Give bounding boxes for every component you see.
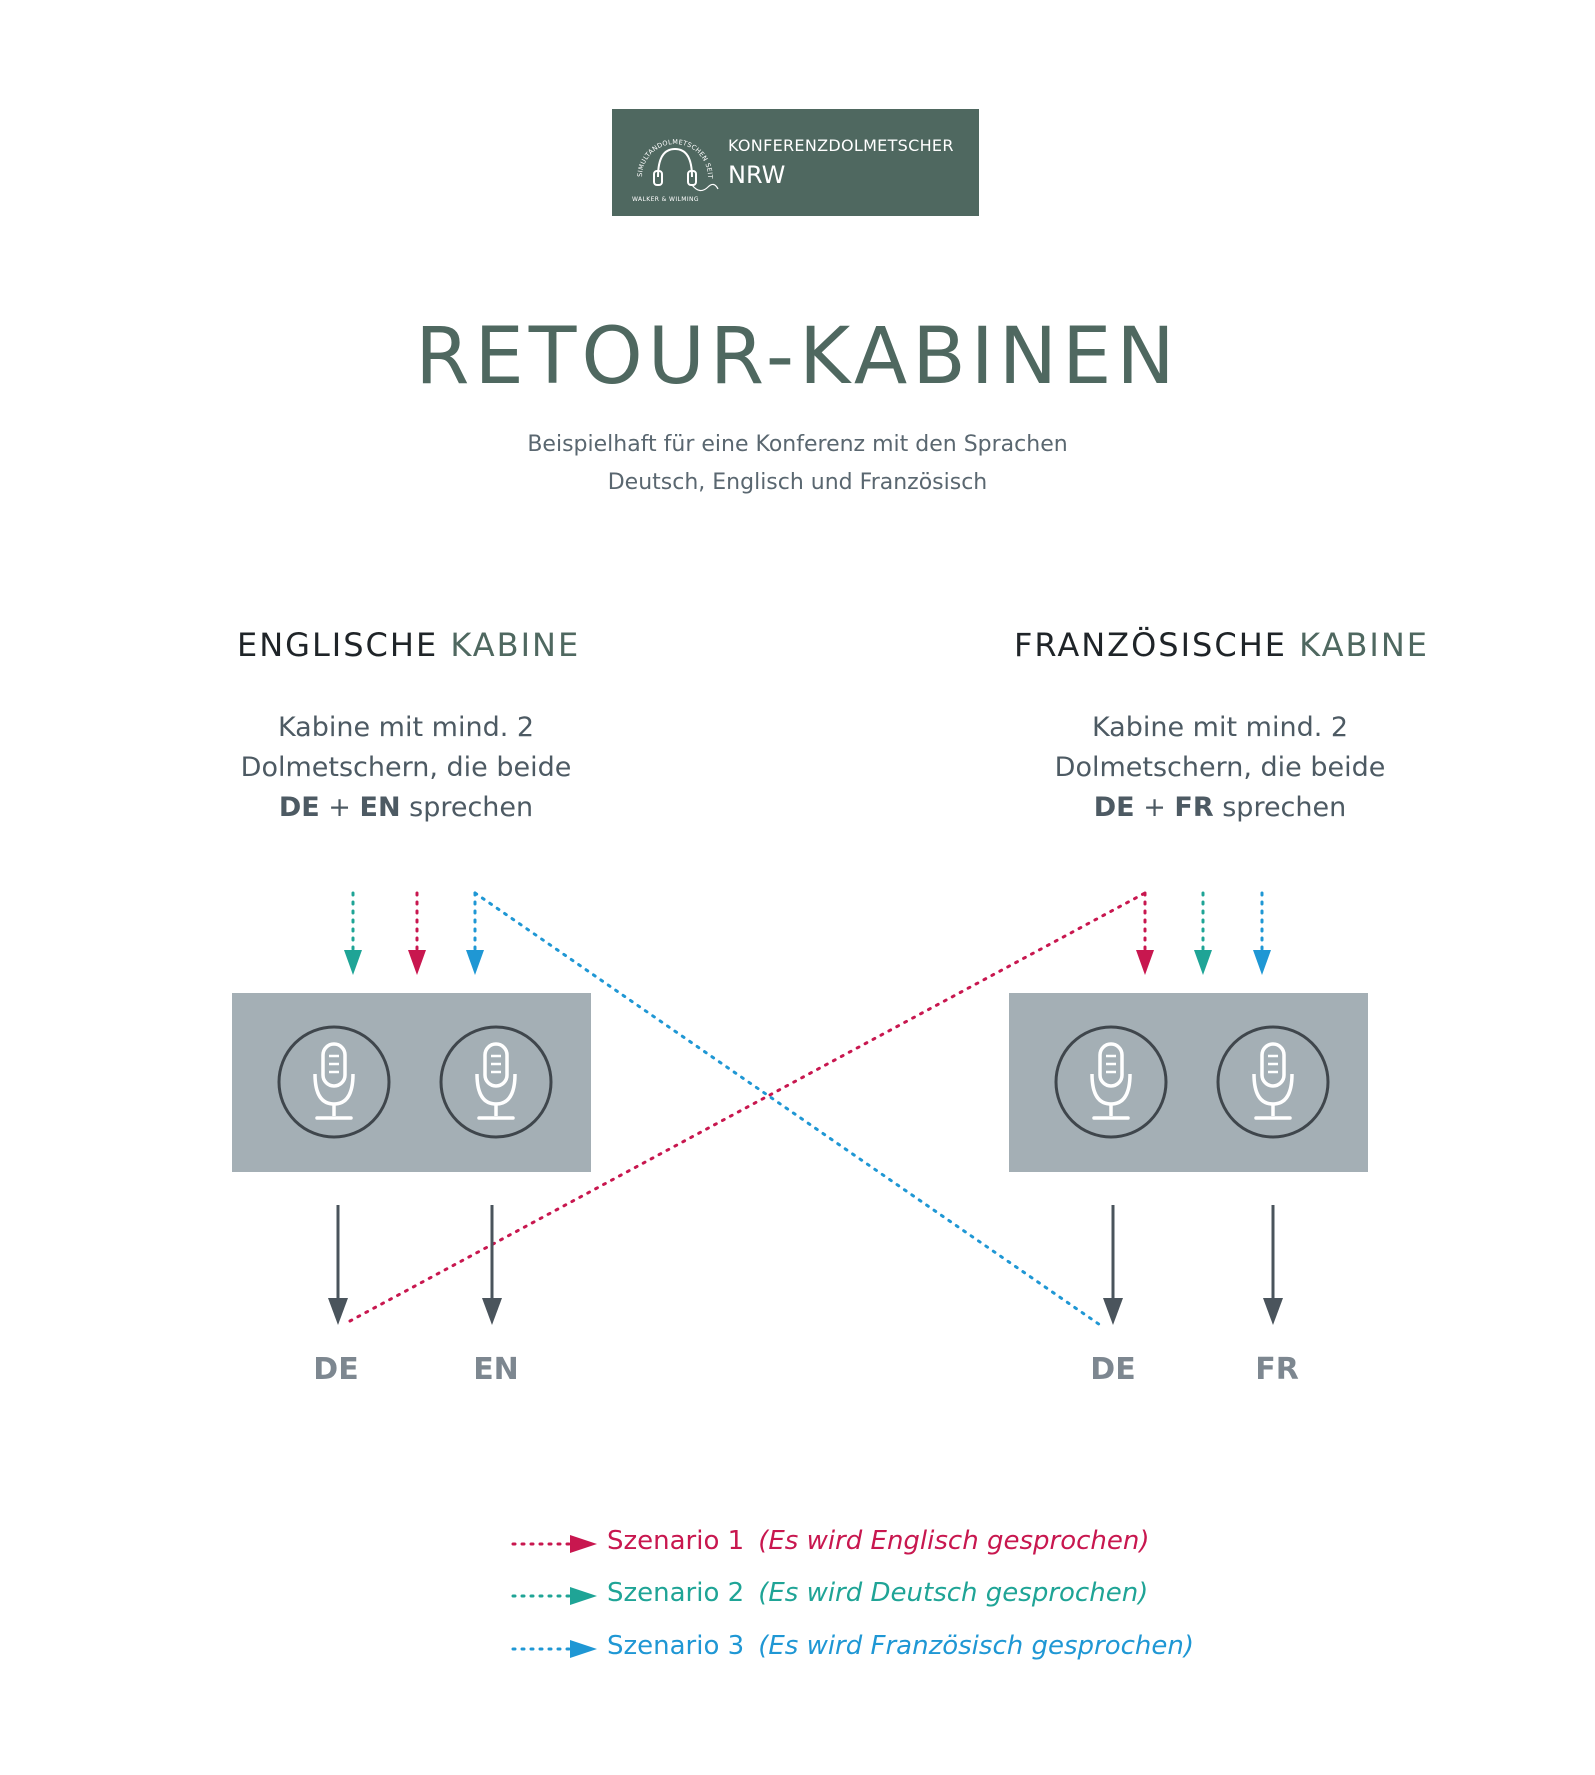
cabin-heading-english-green: KABINE (450, 626, 581, 664)
output-label-de-english-cabin: DE (313, 1352, 359, 1387)
legend-label: Szenario 1 (607, 1526, 745, 1556)
cabin-heading-french-dark: FRANZÖSISCHE (1014, 626, 1287, 664)
legend-note: (Es wird Deutsch gesprochen) (758, 1578, 1149, 1608)
subtitle-line1: Beispielhaft für eine Konferenz mit den … (527, 432, 1068, 457)
output-arrow-en-english-cabin (482, 1205, 502, 1325)
cabin-heading-english: ENGLISCHE KABINE (237, 626, 580, 664)
output-label-fr-french-cabin: FR (1255, 1352, 1299, 1387)
output-arrow-fr-french-cabin (1263, 1205, 1283, 1325)
page-title: RETOUR-KABINEN (415, 312, 1180, 402)
legend-note: (Es wird Englisch gesprochen) (758, 1526, 1150, 1556)
scenario1-cross-line (348, 891, 1147, 1323)
cabin-box-french (1009, 993, 1368, 1172)
cabin-desc-end: sprechen (1222, 792, 1347, 823)
logo: SIMULTANDOLMETSCHEN SEIT 1999 KONFERENZD… (612, 109, 979, 216)
cabin-desc-line1: Kabine mit mind. 2 (277, 712, 535, 743)
cabin-plus: + (328, 792, 351, 823)
cabin-heading-english-dark: ENGLISCHE (237, 626, 439, 664)
legend-label: Szenario 2 (607, 1578, 745, 1608)
subtitle-line2: Deutsch, Englisch und Französisch (607, 470, 988, 495)
cabin-description-french: Kabine mit mind. 2 Dolmetschern, die bei… (1010, 708, 1430, 828)
output-arrow-de-english-cabin (328, 1205, 348, 1325)
legend-arrow-scenario1 (511, 1535, 597, 1553)
cabin-lang-a: DE (278, 792, 320, 823)
cabin-description-english: Kabine mit mind. 2 Dolmetschern, die bei… (196, 708, 616, 828)
cabin-desc-line3: DE + EN sprechen (196, 788, 616, 828)
headphones-icon: SIMULTANDOLMETSCHEN SEIT 1999 (630, 125, 719, 192)
cabin-desc-line3: DE + FR sprechen (1010, 788, 1430, 828)
microphone-icon (1054, 1025, 1168, 1139)
microphone-icon (439, 1025, 553, 1139)
microphone-icon (277, 1025, 391, 1139)
scenario1-input-arrow (408, 891, 426, 975)
output-label-de-french-cabin: DE (1090, 1352, 1136, 1387)
cabin-lang-a: DE (1093, 792, 1135, 823)
scenario3-input-arrow (1253, 891, 1271, 975)
scenario2-input-arrow (344, 891, 362, 975)
logo-brand-line2: NRW (728, 161, 786, 189)
legend-arrow-scenario3 (511, 1640, 597, 1658)
scenario1-input-arrow (1136, 891, 1154, 975)
output-label-en-english-cabin: EN (473, 1352, 519, 1387)
cabin-desc-line1: Kabine mit mind. 2 (1091, 712, 1349, 743)
logo-brand-line1: KONFERENZDOLMETSCHER (728, 136, 954, 155)
scenario3-input-arrow (466, 891, 484, 975)
cabin-desc-line2: Dolmetschern, die beide (240, 752, 572, 783)
cabin-heading-french: FRANZÖSISCHE KABINE (1014, 626, 1429, 664)
microphone-icon (1216, 1025, 1330, 1139)
cabin-desc-line2: Dolmetschern, die beide (1054, 752, 1386, 783)
logo-brand-line3: WALKER & WILMING (632, 196, 699, 203)
cabin-box-english (232, 993, 591, 1172)
output-arrow-de-french-cabin (1103, 1205, 1123, 1325)
cabin-lang-b: FR (1174, 792, 1214, 823)
scenario2-input-arrow (1194, 891, 1212, 975)
legend-arrow-scenario2 (511, 1587, 597, 1605)
cabin-heading-french-green: KABINE (1299, 626, 1429, 664)
scenario3-cross-line (473, 891, 1105, 1329)
cabin-lang-b: EN (359, 792, 401, 823)
legend-label: Szenario 3 (607, 1631, 745, 1661)
cabin-desc-end: sprechen (409, 792, 534, 823)
legend-note: (Es wird Französisch gesprochen) (758, 1631, 1195, 1661)
cabin-plus: + (1143, 792, 1166, 823)
